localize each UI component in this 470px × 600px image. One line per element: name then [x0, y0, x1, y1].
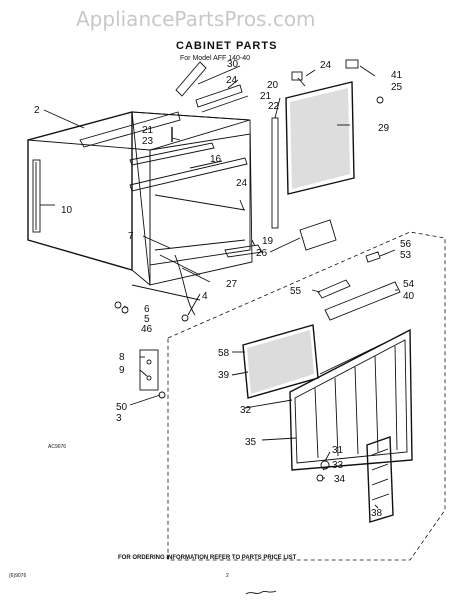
callout-label: 22 — [268, 101, 280, 112]
callout-label: 24 — [320, 60, 332, 71]
callout-labels: 30 24 20 24 41 25 2 21 22 29 21 23 16 24… — [34, 59, 415, 519]
bracket-19 — [224, 244, 263, 258]
callout-label: 6 — [144, 304, 150, 315]
callout-label: 19 — [262, 236, 274, 247]
callout-label: 25 — [391, 82, 403, 93]
callout-label: 41 — [391, 70, 403, 81]
callout-label: 31 — [332, 445, 344, 456]
page-title: CABINET PARTS — [176, 40, 277, 52]
callout-label: 10 — [61, 205, 73, 216]
wire-27 — [174, 254, 196, 316]
leader-lines — [40, 65, 398, 509]
callout-label: 23 — [142, 136, 154, 147]
louver-38 — [366, 436, 394, 523]
callout-label: 34 — [334, 474, 346, 485]
filter-58 — [242, 324, 319, 399]
screw-6 — [114, 301, 122, 309]
clip-20 — [291, 71, 303, 81]
front-grille-35 — [289, 328, 413, 471]
screw-25 — [376, 96, 384, 104]
handwritten-mark — [245, 590, 277, 595]
callout-label: 21 — [260, 91, 272, 102]
callout-label: 55 — [290, 286, 302, 297]
cabinet-shell — [27, 111, 253, 301]
bracket-22 — [271, 117, 279, 229]
channel-24 — [195, 84, 243, 108]
strip-23 — [129, 142, 215, 166]
callout-label: 30 — [227, 59, 239, 70]
callout-label: 33 — [332, 460, 344, 471]
callout-label: 58 — [218, 348, 230, 359]
callout-label: 21 — [142, 125, 154, 136]
strip-16 — [129, 157, 248, 192]
bracket-26 — [299, 219, 337, 251]
callout-label: 7 — [128, 231, 134, 242]
callout-label: 4 — [202, 291, 208, 302]
callout-label: 24 — [226, 75, 238, 86]
callout-label: 35 — [245, 437, 257, 448]
callout-label: 53 — [400, 250, 412, 261]
screw-4 — [181, 314, 189, 322]
callout-label: 50 — [116, 402, 128, 413]
panel-29 — [285, 81, 355, 195]
strip-55 — [317, 279, 351, 299]
clip-56 — [365, 251, 381, 263]
callout-label: 27 — [226, 279, 238, 290]
callout-label: 39 — [218, 370, 230, 381]
callout-label: 2 — [34, 105, 40, 116]
callout-label: 29 — [378, 123, 390, 134]
callout-label: 54 — [403, 279, 415, 290]
callout-label: 16 — [210, 154, 222, 165]
callout-label: 40 — [403, 291, 415, 302]
footer-code: (6)9076 — [9, 573, 26, 579]
callout-label: 8 — [119, 352, 125, 363]
bracket-8 — [139, 349, 159, 391]
model-subtitle: For Model AFF 140-40 — [180, 55, 250, 62]
page-number: 2 — [226, 573, 229, 579]
callout-label: 26 — [256, 248, 268, 259]
callout-label: 9 — [119, 365, 125, 376]
callout-label: 56 — [400, 239, 412, 250]
callout-label: 5 — [144, 314, 150, 325]
callout-label: 38 — [371, 508, 383, 519]
clip-41 — [345, 59, 359, 69]
callout-label: 24 — [236, 178, 248, 189]
foam-strip-2 — [79, 111, 181, 148]
foam-strip-30 — [175, 61, 207, 97]
watermark-text: AppliancePartsPros.com — [76, 7, 316, 31]
bar-54 — [324, 281, 401, 321]
figure-code: AC9076 — [48, 444, 66, 450]
callout-label: 46 — [141, 324, 153, 335]
callout-label: 32 — [240, 405, 252, 416]
ordering-note: FOR ORDERING INFORMATION REFER TO PARTS … — [118, 555, 297, 561]
callout-label: 3 — [116, 413, 122, 424]
callout-label: 20 — [267, 80, 279, 91]
